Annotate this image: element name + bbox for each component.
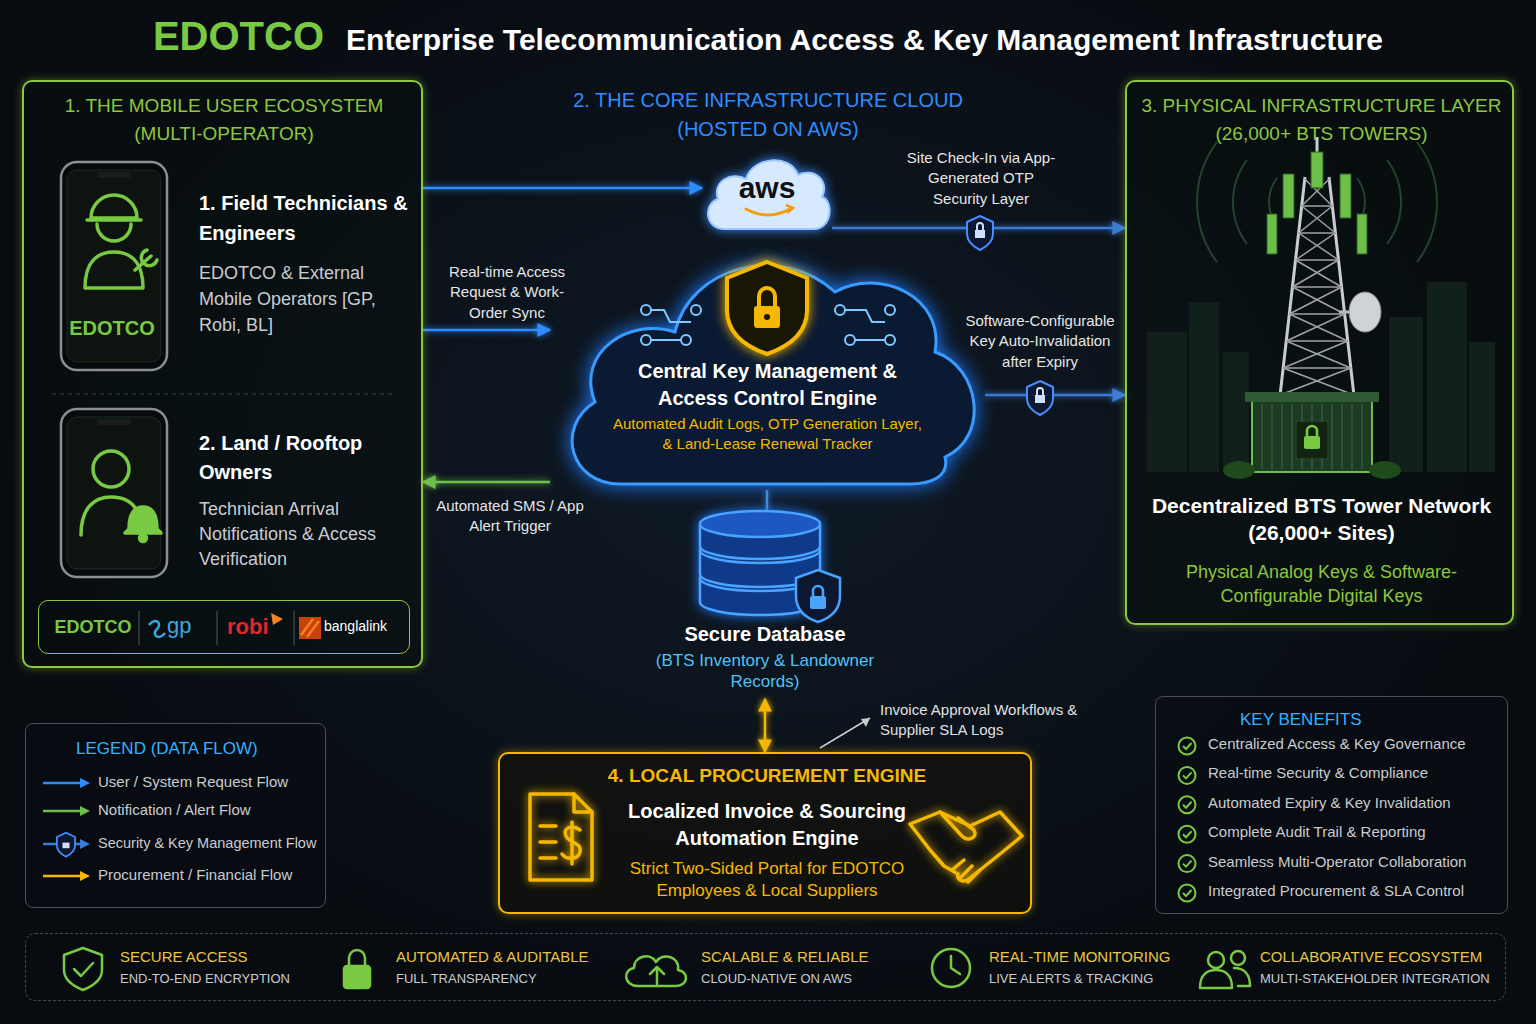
benefit-item: Seamless Multi-Operator Collaboration [1208,853,1504,872]
edge-label: Real-time Access Request & Work-Order Sy… [432,262,582,323]
legend-arrowhead [80,778,90,788]
legend-arrowhead [80,839,90,849]
leader-arrow [820,718,870,748]
card-body: EDOTCO & External Mobile Operators [GP, … [199,260,409,338]
box-heading: 4. LOCAL PROCUREMENT ENGINE [600,764,934,788]
panel-body: Physical Analog Keys & Software-Configur… [1141,560,1502,609]
feature-caption: CLOUD-NATIVE ON AWS [701,971,941,987]
legend-arrowhead [80,871,90,881]
feature-title: COLLABORATIVE ECOSYSTEM [1260,948,1500,967]
database: Secure Database (BTS Inventory & Landowne… [640,512,890,699]
benefit-item: Integrated Procurement & SLA Control [1208,882,1504,901]
legend-line-sample [43,782,82,785]
cloud-heading: Central Key Management & Access Control … [610,358,925,412]
flow-arrow [985,394,1125,397]
card-heading: 2. Land / Rooftop Owners [199,429,414,487]
benefits-heading: KEY BENEFITS [1240,709,1440,730]
core-cloud: Central Key Management & Access Control … [550,222,985,490]
feature-caption: LIVE ALERTS & TRACKING [989,971,1229,987]
aws-cloud: aws [702,145,832,233]
title: Enterprise Telecommunication Access & Ke… [346,23,1383,57]
legend-text: Notification / Alert Flow [98,801,320,820]
feature-title: REAL-TIME MONITORING [989,948,1229,967]
edge-label: Site Check-In via App-Generated OTP Secu… [905,148,1057,209]
panel-title: Decentralized BTS Tower Network (26,000+… [1141,492,1502,547]
box-body: Strict Two-Sided Portal for EDOTCO Emplo… [604,858,930,902]
feature-band: SECURE ACCESS END-TO-END ENCRYPTION AUTOMA… [25,933,1506,1001]
logo-text: banglalink [324,618,408,636]
title-row: EDOTCO Enterprise Telecommunication Acces… [0,14,1536,59]
note-label: Invoice Approval Workflows & Supplier SL… [880,700,1080,741]
phone-logo-text: EDOTCO [57,316,167,341]
legend-title: LEGEND (DATA FLOW) [76,738,306,759]
procurement-box: 4. LOCAL PROCUREMENT ENGINE Localized Inv… [498,752,1032,914]
feature-caption: MULTI-STAKEHOLDER INTEGRATION [1260,971,1500,987]
benefit-item: Real-time Security & Compliance [1208,764,1504,783]
benefits-box: KEY BENEFITS Centralized Access & Key Gov… [1155,696,1508,914]
flow-arrow [766,490,769,512]
flow-arrow [423,329,550,332]
panel-heading: 3. PHYSICAL INFRASTRUCTURE LAYER (26,000… [1135,92,1508,147]
legend-line-sample [43,810,82,813]
database-shape [640,512,890,699]
legend-arrowhead [80,806,90,816]
legend-shield [57,833,75,857]
edge-label: Automated SMS / App Alert Trigger [436,496,584,537]
legend-text: User / System Request Flow [98,773,320,792]
database-heading: Secure Database [640,622,890,647]
cloud-body: Automated Audit Logs, OTP Generation Lay… [612,414,923,453]
feature-title: AUTOMATED & AUDITABLE [396,948,636,967]
legend-line-sample [43,875,82,878]
operator-logo-strip: EDOTCO gprobi banglalink [38,600,410,654]
card-heading: 1. Field Technicians & Engineers [199,188,414,248]
title-logo: EDOTCO [153,14,324,59]
line-shield-icon [1027,381,1053,415]
line-shield-icon [967,216,993,250]
feature-caption: FULL TRANSPARENCY [396,971,636,987]
logo-text: robi [227,613,287,641]
panel-heading: 1. THE MOBILE USER ECOSYSTEM (MULTI-OPER… [34,92,414,147]
box-title: Localized Invoice & Sourcing Automation … [610,798,924,852]
flow-arrow [423,187,702,190]
feature-caption: END-TO-END ENCRYPTION [120,971,360,987]
edge-label: Software-Configurable Key Auto-Invalidat… [958,311,1122,372]
benefit-item: Automated Expiry & Key Invalidation [1208,794,1504,813]
flow-arrow [764,699,767,752]
flow-arrow [423,481,550,484]
database-body: (BTS Inventory & Landowner Records) [640,650,890,693]
panel: 1. THE MOBILE USER ECOSYSTEM (MULTI-OPER… [22,80,423,668]
feature-title: SCALABLE & RELIABLE [701,948,941,967]
user-card: 2. Land / Rooftop OwnersTechnician Arriv… [59,407,419,582]
legend-text: Procurement / Financial Flow [98,866,320,885]
user-card: 1. Field Technicians & EngineersEDOTCO &… [59,160,419,382]
feature-title: SECURE ACCESS [120,948,360,967]
section-heading: 2. THE CORE INFRASTRUCTURE CLOUD (HOSTED… [548,86,988,144]
legend-box: LEGEND (DATA FLOW) User / System Request … [25,723,326,908]
benefit-item: Centralized Access & Key Governance [1208,735,1504,754]
feature-band-shape [26,934,1505,1000]
legend-text: Security & Key Management Flow [98,834,320,852]
card-body: Technician Arrival Notifications & Acces… [199,497,409,573]
aws-logo-text: aws [727,173,807,203]
logo-text: gp [167,612,213,640]
logo-text: EDOTCO [49,616,137,639]
benefit-item: Complete Audit Trail & Reporting [1208,823,1504,842]
panel: 3. PHYSICAL INFRASTRUCTURE LAYER (26,000… [1125,80,1514,625]
